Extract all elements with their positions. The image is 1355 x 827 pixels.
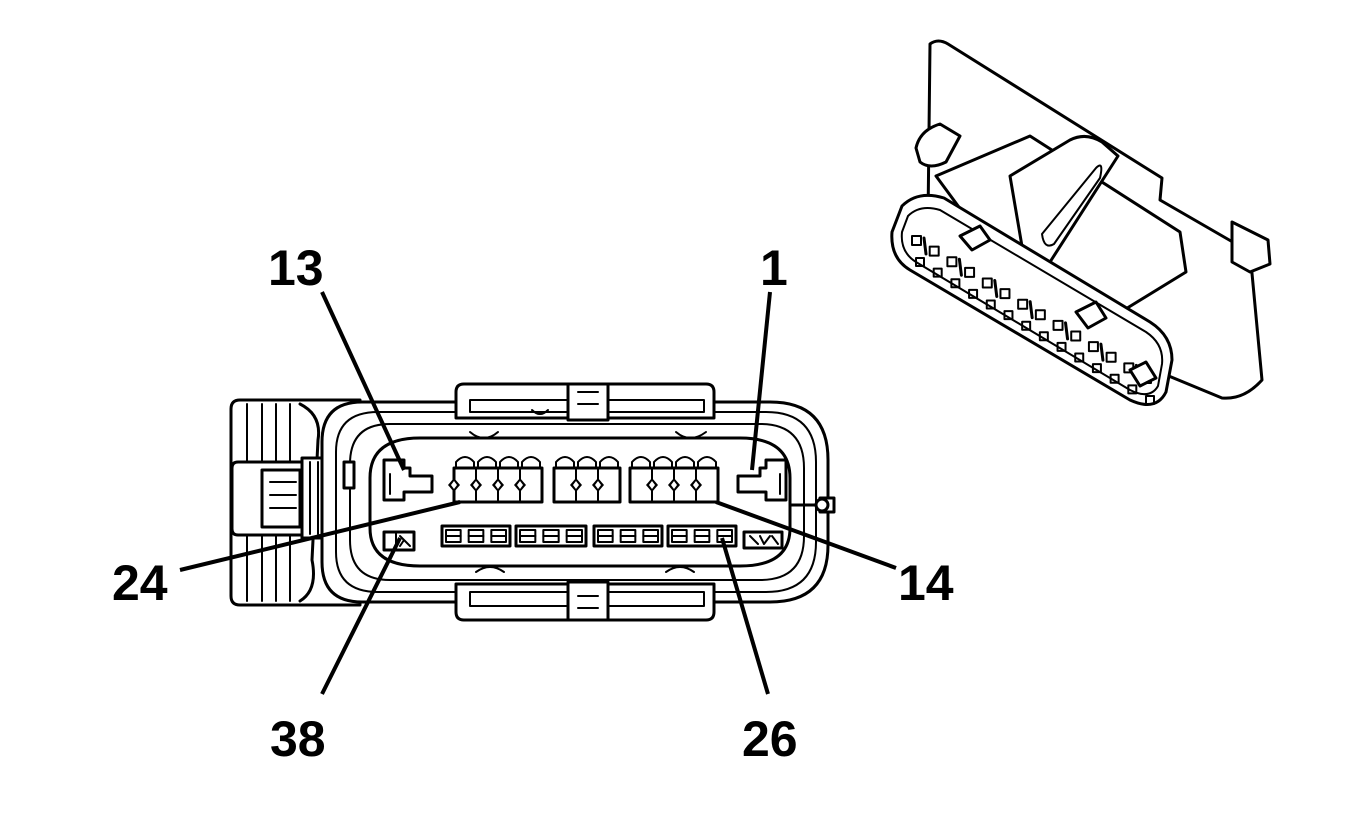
iso-cavity-lower <box>1109 373 1120 384</box>
pin-label-26: 26 <box>742 711 798 767</box>
iso-cavity-upper <box>999 288 1011 300</box>
pin-label-24: 24 <box>112 555 168 611</box>
pin-label-14: 14 <box>898 555 954 611</box>
bottom-locking-tab <box>454 566 716 622</box>
terminal-cap <box>653 456 673 469</box>
iso-cavity-lower <box>1038 331 1049 342</box>
terminal-diamond-inner <box>451 481 457 489</box>
terminal-diamond-inner <box>671 481 677 489</box>
pin-label-13: 13 <box>268 240 324 296</box>
iso-cavity-lower <box>968 288 979 299</box>
pin-labels: 13 1 24 14 38 26 <box>112 240 954 767</box>
iso-cavity-lower <box>1056 341 1067 352</box>
leader-1 <box>750 291 772 471</box>
right-end-key <box>736 458 788 502</box>
iso-cavity-upper <box>911 235 922 246</box>
leader-26 <box>720 537 770 695</box>
terminal-diamond-inner <box>495 481 501 489</box>
iso-cavity-divider <box>957 257 963 277</box>
terminal-cap <box>455 456 475 469</box>
connector-isometric-view <box>890 39 1272 406</box>
iso-cavity-divider <box>993 278 999 298</box>
iso-cavity-upper <box>1052 319 1064 331</box>
terminal-cap <box>697 456 717 469</box>
iso-cavity-upper <box>1017 298 1029 310</box>
terminal-cap <box>555 456 575 469</box>
terminal-block <box>552 466 622 504</box>
iso-cavity-lower <box>1091 363 1102 374</box>
terminal-diamond-inner <box>649 481 655 489</box>
terminal-cap <box>477 456 497 469</box>
leader-14 <box>715 500 897 570</box>
iso-cavity-lower <box>1021 320 1032 331</box>
iso-cavity-upper <box>981 277 993 289</box>
terminal-cap <box>521 456 541 469</box>
terminal-diamond-inner <box>517 481 523 489</box>
iso-cavity-lower <box>1074 352 1085 363</box>
terminal-cap <box>599 456 619 469</box>
leader-lines <box>179 291 897 695</box>
upper-terminal-row <box>448 456 720 504</box>
terminal-cap <box>577 456 597 469</box>
iso-cavity-upper <box>1070 330 1082 342</box>
leader-13 <box>320 291 406 471</box>
terminal-cap <box>499 456 519 469</box>
iso-cavity-upper <box>1087 341 1099 353</box>
iso-cavity-upper <box>964 266 976 278</box>
pin-label-1: 1 <box>760 240 788 296</box>
pin-label-38: 38 <box>270 711 326 767</box>
iso-cavity-divider <box>1099 342 1105 362</box>
terminal-diamond-inner <box>473 481 479 489</box>
iso-cavity-lower <box>915 257 925 267</box>
iso-cavity-lower <box>985 299 996 310</box>
iso-cavity-lower <box>1145 395 1155 405</box>
iso-cavity-lower <box>1003 310 1014 321</box>
iso-cavity-divider <box>1028 300 1034 320</box>
lower-terminal-row <box>440 524 738 548</box>
terminal-diamond-inner <box>573 481 579 489</box>
iso-cavity-lower <box>950 278 961 289</box>
leader-24 <box>179 500 461 572</box>
iso-cavity-upper <box>1034 309 1046 321</box>
iso-cavity-lower <box>1127 384 1138 395</box>
top-locking-tab <box>454 382 716 439</box>
iso-cavity-divider <box>1064 321 1070 341</box>
terminal-diamond-inner <box>693 481 699 489</box>
iso-cavity-lower <box>932 267 943 278</box>
terminal-cap <box>631 456 651 469</box>
iso-cavity-upper <box>928 245 940 257</box>
cavity-right-area <box>742 530 784 550</box>
leader-38 <box>320 537 402 695</box>
connector-front-view <box>229 382 836 622</box>
terminal-diamond-inner <box>595 481 601 489</box>
iso-cavity-divider <box>922 236 928 256</box>
terminal-cap <box>675 456 695 469</box>
iso-cavity-upper <box>946 256 958 268</box>
iso-cavity-upper <box>1105 351 1117 363</box>
